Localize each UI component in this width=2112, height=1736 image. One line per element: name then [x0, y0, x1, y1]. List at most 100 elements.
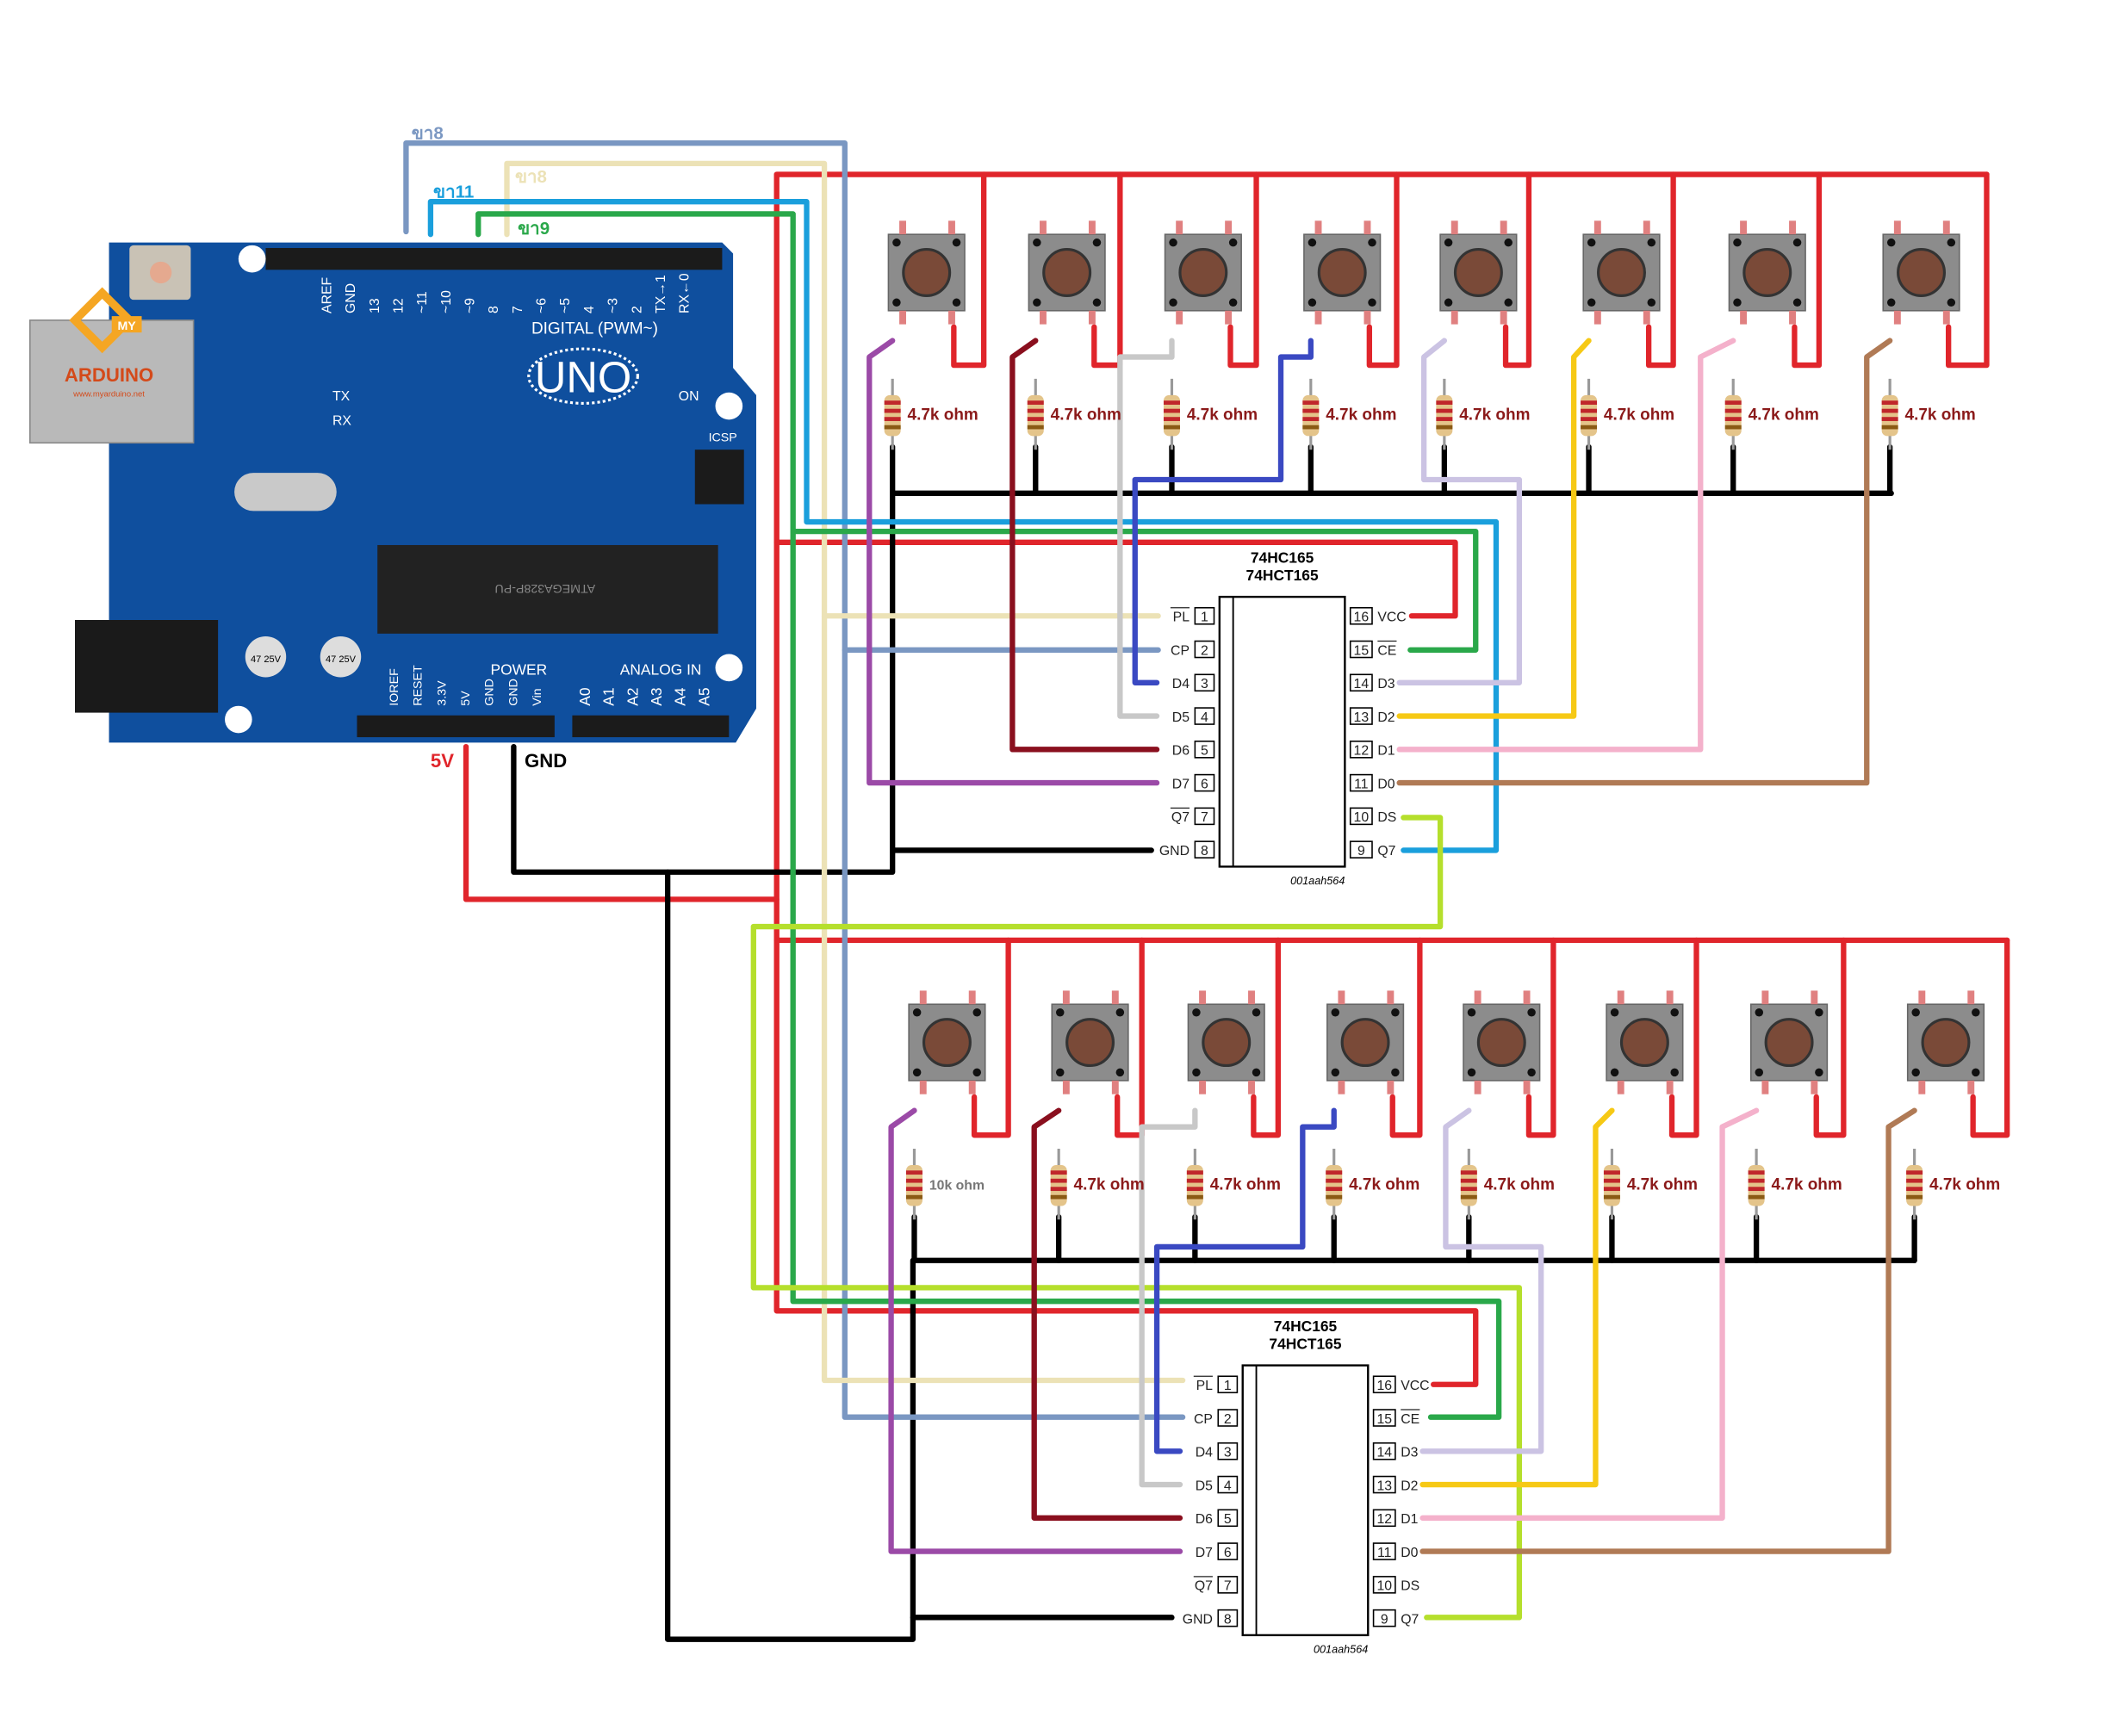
push-button-leg [1593, 220, 1601, 235]
pin-label: D5 [1172, 710, 1190, 725]
pin-label: D4 [1172, 677, 1190, 691]
wire-button-vcc [1251, 937, 1282, 1138]
push-button-corner [1504, 298, 1513, 307]
push-button-leg [1176, 310, 1183, 325]
push-button-corner [1947, 238, 1956, 247]
push-button-corner [912, 1068, 922, 1077]
digital-pin-label: 13 [368, 298, 382, 313]
push-button-leg [1314, 220, 1322, 235]
push-button-corner [1252, 1008, 1261, 1017]
push-button [1187, 990, 1265, 1094]
wire-vcc-chip1 [773, 539, 1458, 619]
wire-button-vcc [1227, 171, 1259, 369]
push-button-leg [1062, 1080, 1070, 1094]
push-button-leg [1918, 990, 1926, 1005]
resistor-label: 4.7k ohm [1187, 406, 1258, 424]
resistor-band [1460, 1170, 1477, 1175]
resistor-band [1326, 1194, 1343, 1200]
resistor: 4.7k ohm [1186, 1148, 1281, 1220]
resistor-label: 4.7k ohm [1210, 1175, 1281, 1194]
power-pin-label: GND [483, 679, 497, 706]
push-button [1582, 220, 1661, 325]
digital-pin-label: ~10 [439, 290, 454, 313]
push-button-corner [1610, 1008, 1619, 1017]
resistor: 4.7k ohm [1027, 378, 1121, 450]
icsp-header [694, 450, 744, 505]
wire-d1 [1419, 1107, 1760, 1521]
pin-box [1217, 1375, 1239, 1394]
digital-pin-label: ~6 [535, 298, 550, 313]
dc-jack [75, 620, 219, 713]
push-button-corner [1033, 298, 1041, 307]
capacitor-2 [320, 636, 362, 678]
wire-d3 [1396, 338, 1523, 685]
push-button-corner [1815, 1008, 1823, 1017]
push-button-leg [1176, 220, 1183, 235]
analog-pin-label: A3 [648, 687, 665, 705]
pin-label: CP [1194, 1412, 1213, 1427]
pin-box [1217, 1576, 1239, 1594]
pin-number: 1 [1224, 1379, 1232, 1393]
resistor: 4.7k ohm [1881, 378, 1976, 450]
pin-box [1349, 840, 1373, 859]
push-button-corner [1169, 238, 1177, 247]
resistor-label: 4.7k ohm [1604, 406, 1674, 424]
push-button-leg [1248, 1080, 1255, 1094]
resistor-band [1724, 400, 1742, 405]
push-button [1028, 220, 1106, 325]
wire-button-vcc [1668, 937, 1699, 1138]
pin-label: D6 [1196, 1512, 1213, 1527]
pin-number: 1 [1201, 611, 1208, 625]
push-button-leg [1617, 990, 1624, 1005]
push-button [1164, 220, 1242, 325]
uno-logo-oval [527, 347, 639, 405]
chip-body [1241, 1364, 1370, 1637]
push-button-leg [1338, 1080, 1345, 1094]
push-button-cap [1764, 1018, 1814, 1068]
push-button-leg [1199, 1080, 1207, 1094]
push-button-leg [899, 220, 906, 235]
wire-d0 [1419, 1107, 1917, 1554]
digital-pin-label: ~3 [606, 298, 621, 313]
push-button [1606, 990, 1684, 1094]
push-button [1303, 220, 1382, 325]
resistor-band [1050, 1178, 1067, 1183]
resistor-band [1163, 400, 1180, 405]
resistor-band [1724, 408, 1742, 413]
resistor-band [1906, 1187, 1923, 1192]
push-button-leg [1474, 1080, 1482, 1094]
push-button-leg [1500, 310, 1507, 325]
push-button-leg [1450, 310, 1458, 325]
push-button-corner [1169, 298, 1177, 307]
push-button-corner [1331, 1068, 1340, 1077]
pin-box [1217, 1542, 1239, 1560]
digital-header [265, 248, 723, 270]
wire-d2 [1419, 1107, 1615, 1488]
atmega-label: ATMEGA328P-PU [494, 581, 595, 595]
resistor-label: 4.7k ohm [1459, 406, 1530, 424]
pin-number: 6 [1224, 1546, 1232, 1560]
pin-box [1194, 707, 1215, 725]
digital-pin-label: ~9 [463, 298, 478, 313]
push-button-body [1164, 233, 1242, 312]
pin-number: 5 [1201, 744, 1208, 759]
resistor-band [1163, 417, 1180, 421]
resistor: 10k ohm [905, 1148, 985, 1220]
wire-button-vcc [1366, 171, 1400, 369]
analog-header [572, 715, 730, 738]
resistor-label: 10k ohm [929, 1178, 985, 1193]
push-button-leg [1666, 1080, 1674, 1094]
push-button-corner [972, 1008, 981, 1017]
pin-box [1194, 773, 1215, 792]
pin-number: 2 [1224, 1412, 1232, 1427]
resistor: 4.7k ohm [1436, 378, 1530, 450]
analog-label: ANALOG IN [620, 660, 702, 678]
resistor-label: 4.7k ohm [1484, 1175, 1555, 1194]
wire-d3 [1419, 1107, 1544, 1454]
push-button-corner [1331, 1008, 1340, 1017]
resistor-band [1050, 1187, 1067, 1192]
resistor-band [1302, 408, 1320, 413]
push-button-leg [1523, 990, 1531, 1005]
push-button-corner [972, 1068, 981, 1077]
